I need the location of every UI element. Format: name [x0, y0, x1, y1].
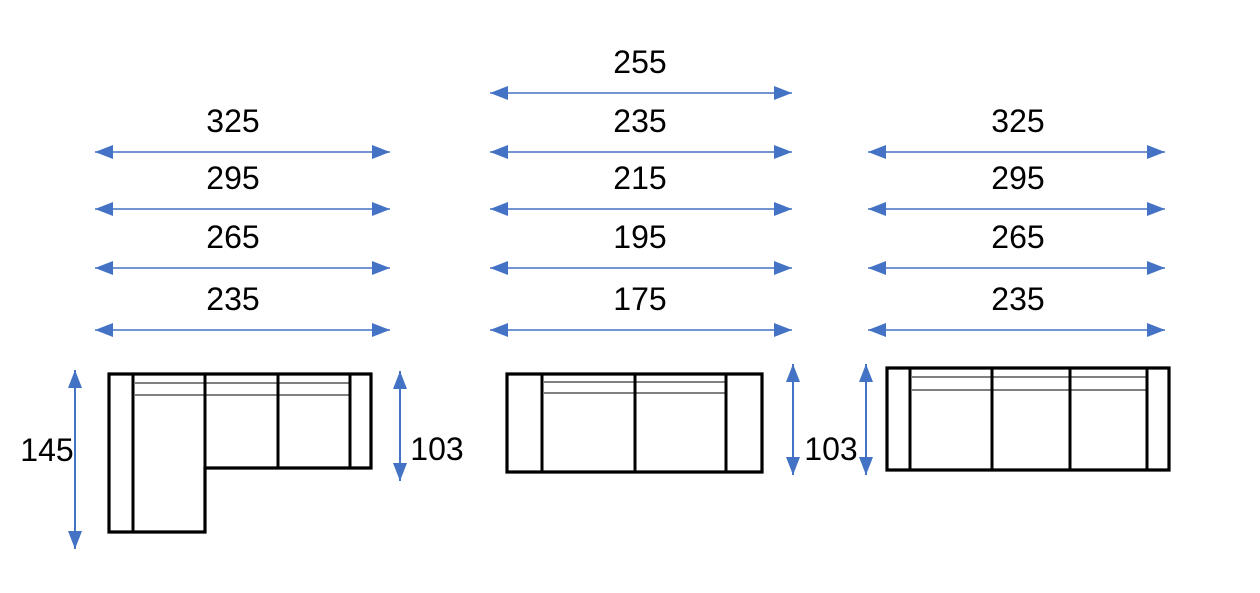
- width-label: 325: [206, 103, 259, 139]
- depth-dimension-middle-right: 103: [786, 364, 873, 475]
- width-label: 255: [613, 44, 666, 80]
- corner-sofa-outline: [107, 372, 373, 534]
- middle-sofa-topview: [505, 372, 764, 474]
- width-label: 195: [613, 219, 666, 255]
- width-label: 295: [206, 160, 259, 196]
- width-label: 295: [991, 160, 1044, 196]
- width-label: 265: [206, 219, 259, 255]
- depth-dimension-corner-right: 103: [393, 371, 464, 481]
- right-sofa-topview: [885, 366, 1171, 472]
- depth-label: 103: [804, 431, 857, 467]
- depth-label: 145: [20, 432, 73, 468]
- width-label: 235: [613, 103, 666, 139]
- corner-sofa-topview: [107, 372, 373, 534]
- width-label: 215: [613, 160, 666, 196]
- depth-label: 103: [410, 431, 463, 467]
- width-label: 175: [613, 281, 666, 317]
- width-dimensions-right-sofa: 325 295 265 235: [868, 103, 1165, 337]
- width-label: 265: [991, 219, 1044, 255]
- depth-dimension-corner-left: 145: [20, 370, 82, 549]
- width-label: 235: [206, 281, 259, 317]
- width-dimensions-middle-sofa: 255 235 215 195 175: [490, 44, 792, 337]
- middle-sofa-outline: [505, 372, 764, 474]
- right-sofa-outline: [885, 366, 1171, 472]
- width-label: 325: [991, 103, 1044, 139]
- width-label: 235: [991, 281, 1044, 317]
- width-dimensions-corner-sofa: 325 295 265 235: [95, 103, 390, 337]
